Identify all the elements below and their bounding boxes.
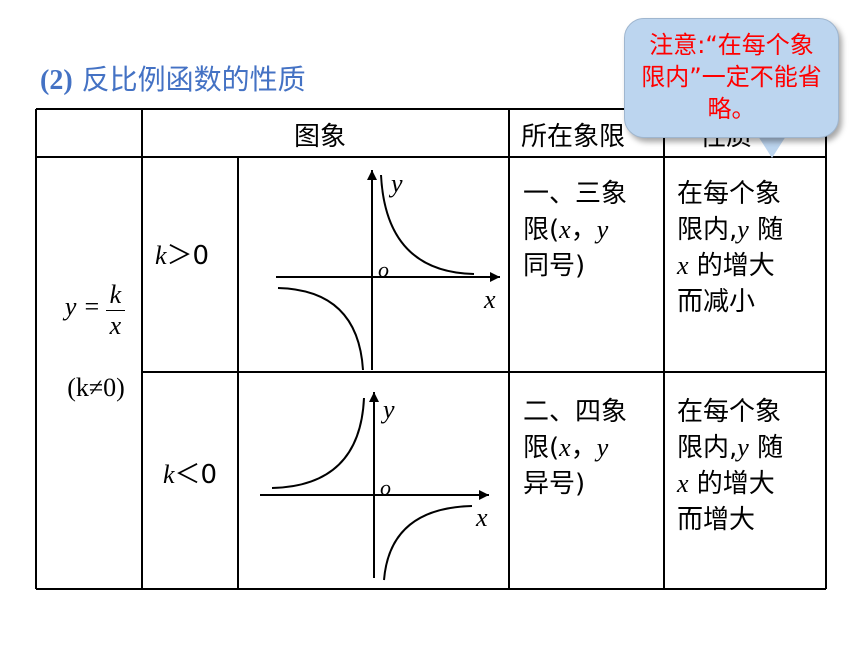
formula-fraction: k x bbox=[105, 280, 126, 341]
row2-y-axis-label: y bbox=[383, 395, 395, 424]
graph-k-positive bbox=[276, 170, 500, 371]
row1-origin-label: o bbox=[378, 257, 389, 282]
formula-denominator: x bbox=[109, 311, 122, 340]
row2-k-condition: k＜0 bbox=[163, 460, 218, 490]
row1-y-axis-label: y bbox=[391, 169, 403, 198]
function-formula: y = k x bbox=[50, 280, 140, 341]
row1-x-axis-label: x bbox=[484, 285, 496, 314]
note-text: 注意:“在每个象限内”一定不能省略。 bbox=[641, 31, 822, 123]
row2-quadrant: 二、四象 限(x，y 异号) bbox=[523, 397, 628, 499]
section-heading: (2) 反比例函数的性质 bbox=[40, 58, 306, 98]
row1-k-condition: k＞0 bbox=[155, 241, 210, 271]
section-number: (2) bbox=[40, 65, 73, 96]
formula-lhs: y = bbox=[64, 292, 101, 321]
formula-numerator: k bbox=[105, 280, 126, 311]
section-title: 反比例函数的性质 bbox=[81, 63, 306, 96]
formula-condition: (k≠0) bbox=[67, 373, 125, 402]
graph-k-negative bbox=[260, 392, 489, 581]
row2-origin-label: o bbox=[380, 475, 391, 500]
header-graph: 图象 bbox=[294, 122, 347, 152]
row1-property: 在每个象 限内,y 随 x 的增大 而减小 bbox=[677, 179, 784, 317]
row1-quadrant: 一、三象 限(x，y 同号) bbox=[523, 179, 628, 281]
note-callout: 注意:“在每个象限内”一定不能省略。 bbox=[624, 18, 839, 138]
note-callout-tail bbox=[758, 136, 786, 158]
header-quadrant: 所在象限 bbox=[521, 122, 626, 152]
row2-x-axis-label: x bbox=[476, 503, 488, 532]
row2-property: 在每个象 限内,y 随 x 的增大 而增大 bbox=[677, 397, 784, 535]
